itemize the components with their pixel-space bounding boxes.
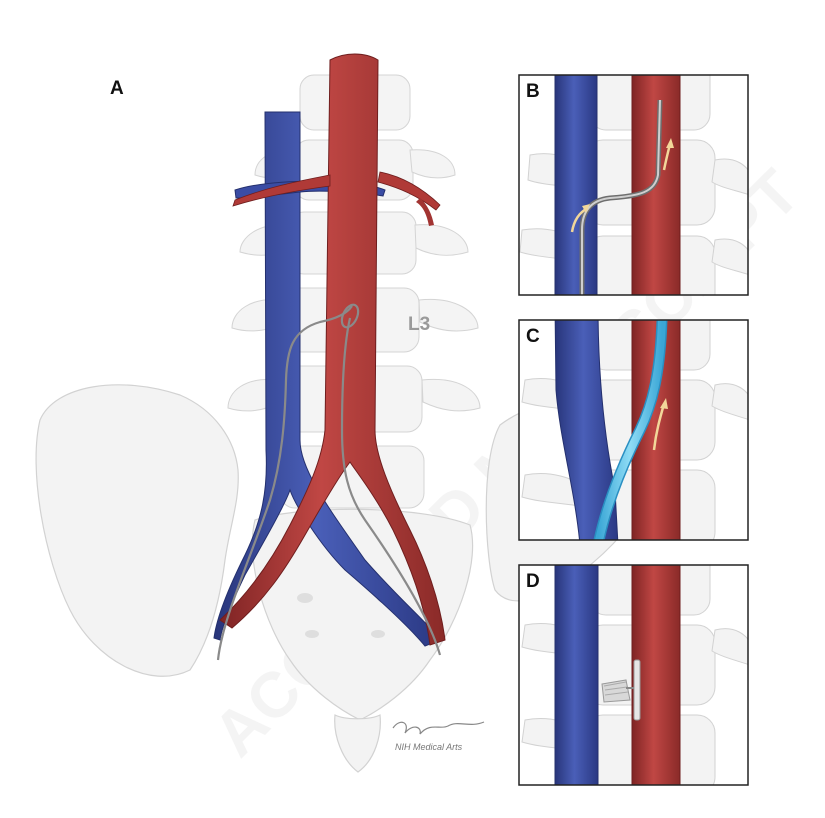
guidewire-a: [216, 303, 442, 661]
panel-d: D: [518, 564, 749, 786]
vertebra-label-l3: L3: [408, 314, 430, 335]
panel-d-label: D: [526, 571, 540, 592]
panel-c-catheter: [594, 320, 666, 540]
panel-d-vein: [554, 565, 599, 785]
panel-b-label: B: [526, 81, 540, 102]
credit-text: NIH Medical Arts: [395, 742, 463, 752]
panel-c-artery: [631, 320, 681, 540]
panel-b-arrowhead-1: [582, 204, 590, 213]
panel-c: C: [518, 319, 749, 541]
panel-b-vein: [554, 75, 598, 295]
panel-a-label: A: [110, 78, 124, 99]
panel-c-arrowhead: [660, 398, 668, 409]
panel-d-closure-device: [601, 659, 641, 721]
panel-d-artery: [631, 565, 681, 785]
panel-b-frame: [518, 74, 749, 296]
artist-signature: NIH Medical Arts: [392, 721, 485, 752]
panel-c-frame: [518, 319, 749, 541]
panel-b: B: [518, 74, 749, 296]
aorta: [219, 53, 446, 646]
panel-a: A: [35, 53, 657, 773]
panel-b-arrowhead-2: [666, 138, 674, 148]
pelvis: [35, 384, 657, 773]
panel-c-vein: [554, 320, 619, 540]
panel-c-label: C: [526, 326, 540, 347]
panel-b-sheath-highlight: [581, 99, 661, 295]
panel-d-frame: [518, 564, 749, 786]
